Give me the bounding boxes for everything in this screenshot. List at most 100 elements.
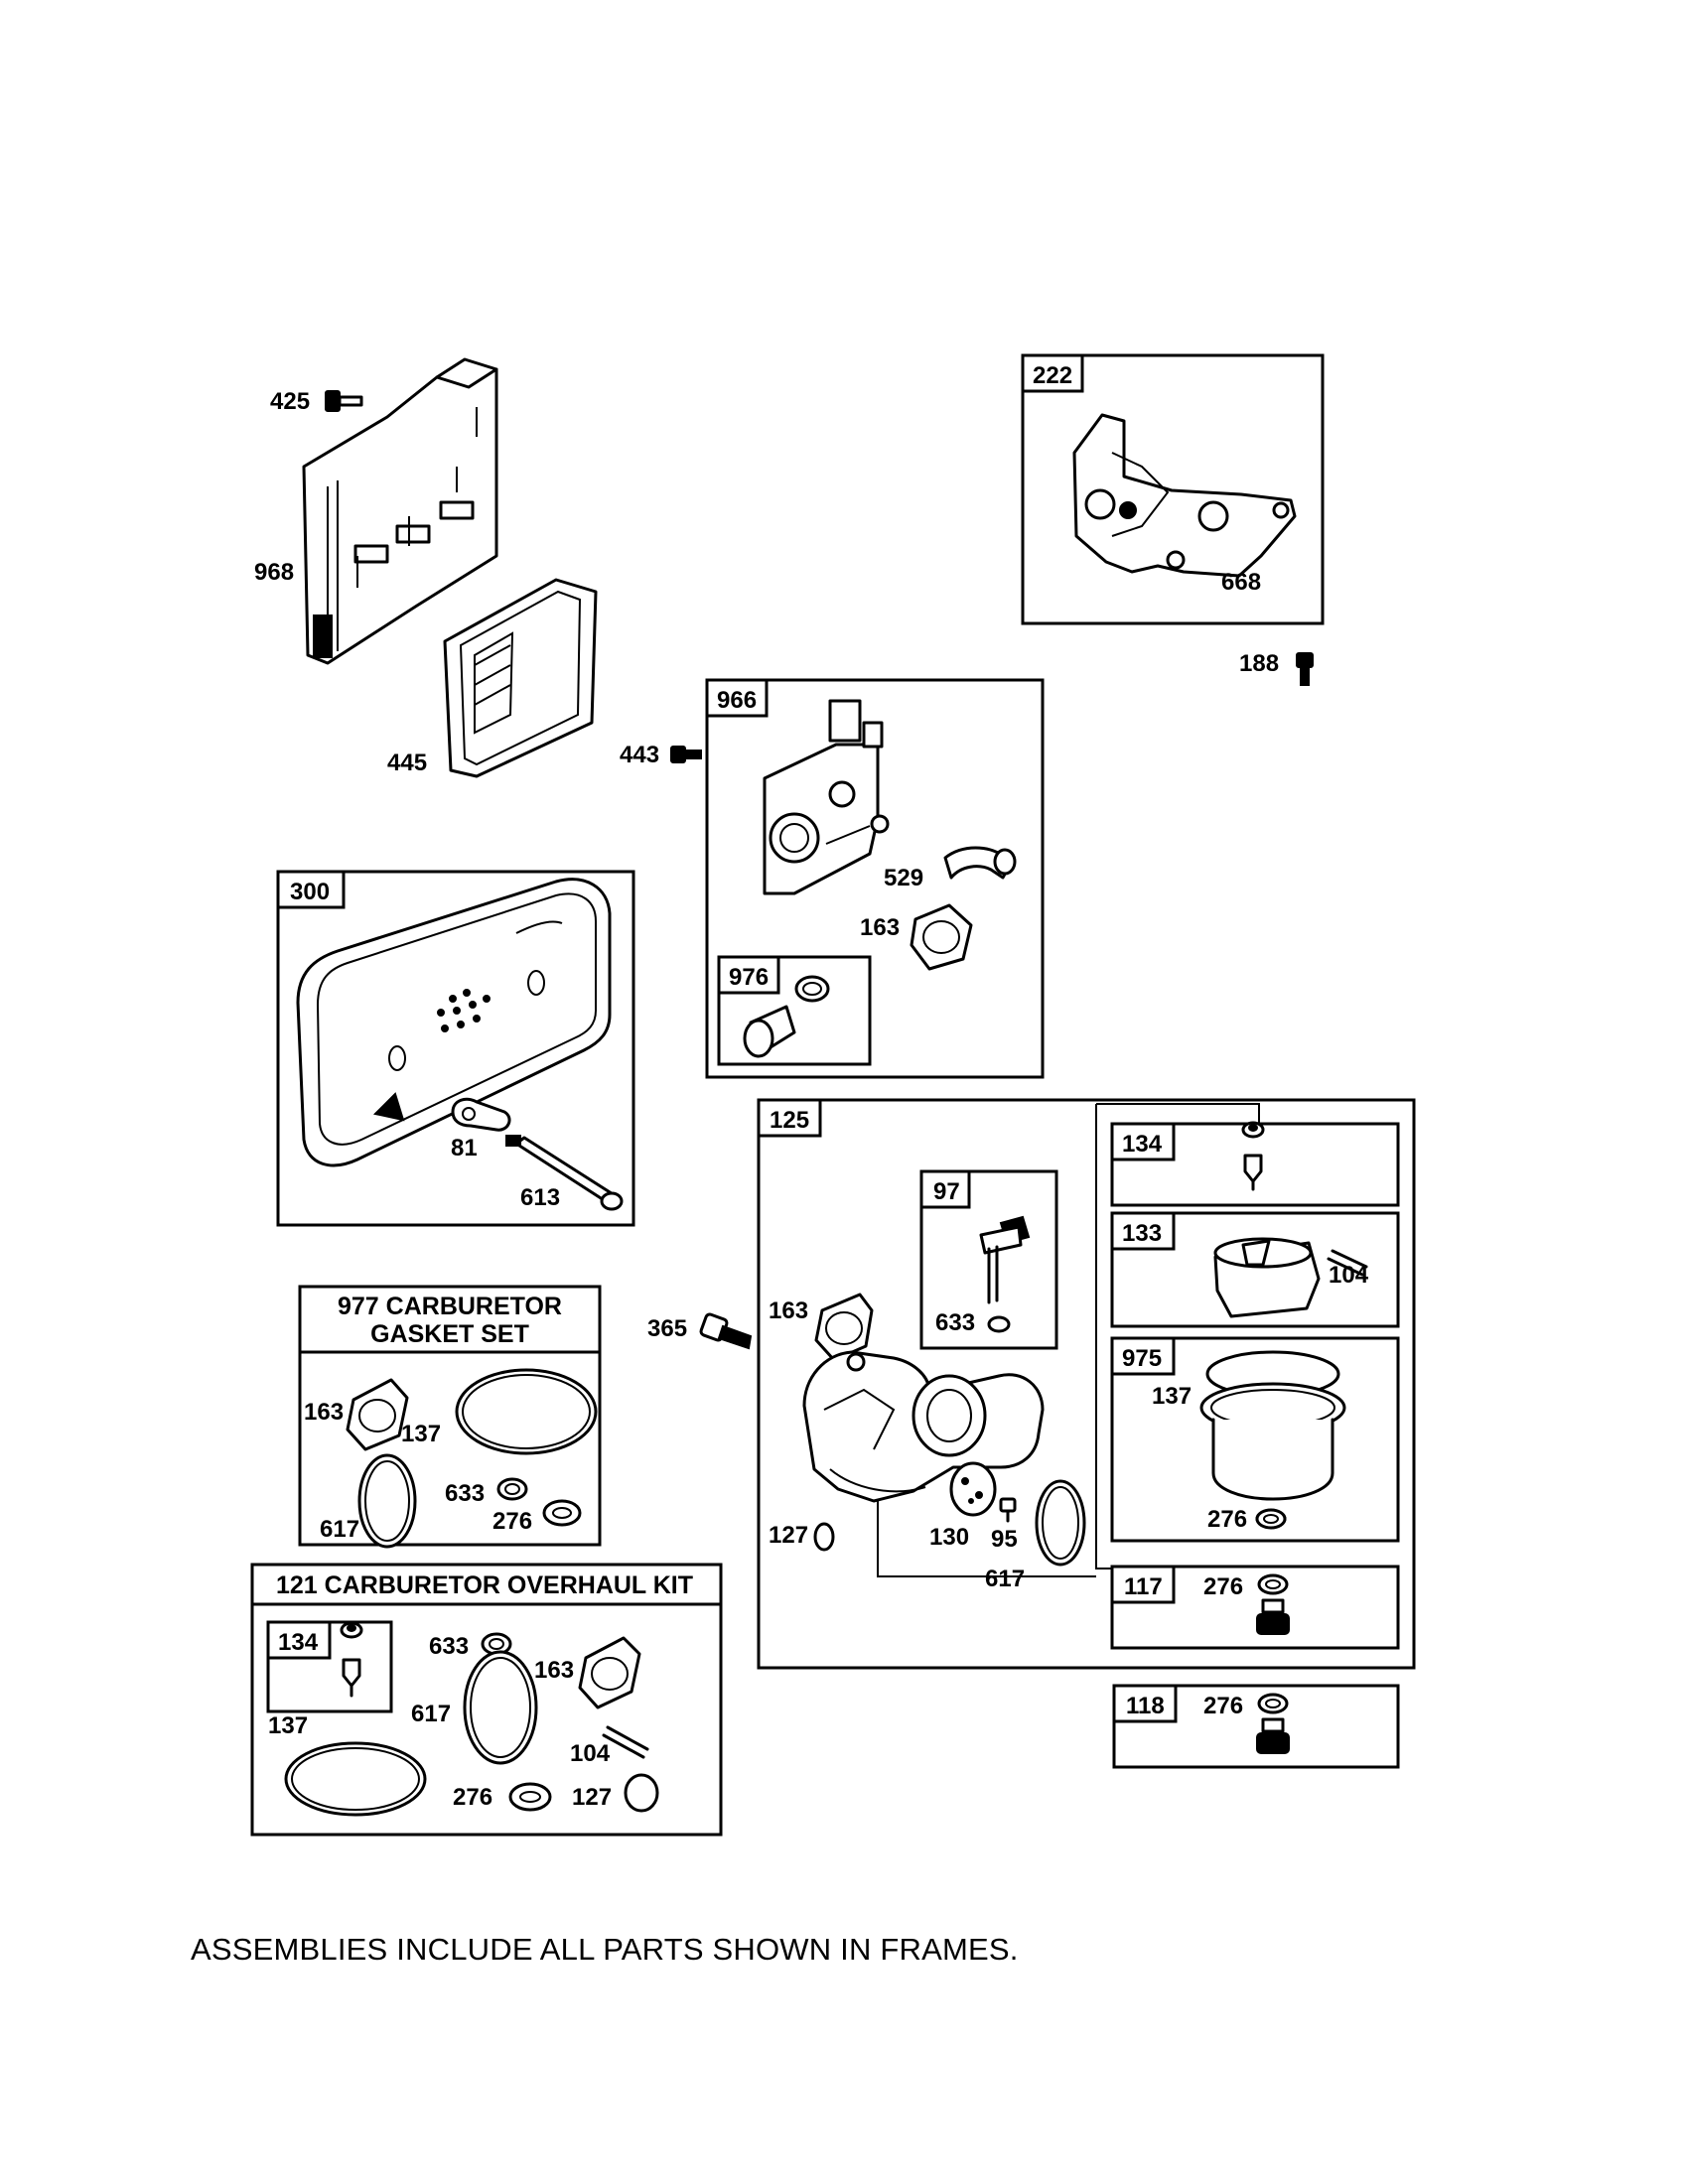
label-104-b: 104	[570, 1740, 611, 1767]
carburetor-body-966-icon	[763, 699, 890, 895]
kit-977-frame: 977 CARBURETOR GASKET SET	[298, 1285, 602, 1547]
screw-188-icon	[1296, 652, 1314, 686]
washer-276-d-icon	[542, 1499, 582, 1527]
muffler-300-icon	[296, 878, 612, 1167]
label-188: 188	[1239, 650, 1279, 677]
air-filter-445-icon	[443, 578, 598, 778]
screw-365-icon	[699, 1312, 753, 1350]
o-ring-617-b-icon	[357, 1453, 417, 1549]
washer-276-e-icon	[508, 1782, 552, 1812]
label-163-c: 163	[304, 1399, 344, 1426]
label-968: 968	[254, 559, 294, 586]
label-445: 445	[387, 750, 427, 776]
frame-97: 97	[919, 1169, 1058, 1350]
label-137-c: 137	[268, 1712, 308, 1739]
o-ring-137-c-icon	[284, 1741, 427, 1817]
frame-134-kit: 134	[266, 1620, 393, 1713]
label-137-b: 137	[401, 1421, 441, 1447]
label-127-b: 127	[572, 1784, 612, 1811]
screw-443-icon	[670, 746, 702, 763]
frame-117: 117	[1110, 1565, 1400, 1650]
kit-977-title-line2: GASKET SET	[370, 1320, 529, 1348]
pin-104-b-icon	[602, 1725, 649, 1759]
label-163-b: 163	[769, 1297, 808, 1324]
label-633-c: 633	[429, 1633, 469, 1660]
bolt-425-icon	[325, 390, 363, 412]
seal-633-b-icon	[496, 1477, 528, 1501]
air-cleaner-base-968-icon	[302, 357, 498, 665]
gasket-163-b-icon	[814, 1293, 874, 1362]
frame-label-134a: 134	[1122, 1131, 1163, 1158]
label-276-a: 276	[1207, 1506, 1247, 1533]
gasket-163-d-icon	[578, 1636, 641, 1709]
washer-276-b-icon	[1257, 1573, 1289, 1595]
needle-134-a-icon	[1241, 1121, 1265, 1191]
label-617-b: 617	[320, 1516, 359, 1543]
kit-121-title: 121 CARBURETOR OVERHAUL KIT	[276, 1571, 693, 1599]
frame-label-118: 118	[1126, 1693, 1165, 1719]
label-276-d: 276	[492, 1508, 532, 1535]
lock-plate-81-icon	[451, 1097, 511, 1132]
frame-300: 300	[276, 870, 635, 1227]
carburetor-125-icon	[802, 1350, 1045, 1503]
frame-222: 222	[1021, 353, 1325, 625]
frame-label-975: 975	[1122, 1345, 1162, 1372]
label-613: 613	[520, 1184, 560, 1211]
bowl-bolt-117-icon	[1256, 1598, 1290, 1635]
label-529: 529	[884, 865, 923, 891]
label-95: 95	[991, 1526, 1018, 1553]
kit-977-title-line1: 977 CARBURETOR	[338, 1293, 562, 1320]
seal-633-c-icon	[481, 1632, 512, 1656]
washer-276-a-icon	[1255, 1508, 1287, 1530]
label-276-e: 276	[453, 1784, 492, 1811]
diaphragm-130-icon	[949, 1461, 997, 1517]
label-668: 668	[1221, 569, 1261, 596]
label-137-a: 137	[1152, 1383, 1192, 1410]
screw-95-icon	[999, 1497, 1017, 1523]
assemblies-note: ASSEMBLIES INCLUDE ALL PARTS SHOWN IN FR…	[191, 1932, 1019, 1967]
o-ring-617-a-icon	[1035, 1479, 1086, 1567]
label-443: 443	[620, 742, 659, 768]
float-133-icon	[1213, 1237, 1368, 1318]
label-617-c: 617	[411, 1701, 451, 1727]
frame-label-134b: 134	[278, 1629, 319, 1656]
label-163-a: 163	[860, 914, 900, 941]
label-276-b: 276	[1203, 1573, 1243, 1600]
frame-label-97: 97	[933, 1178, 960, 1205]
gasket-163-c-icon	[346, 1378, 409, 1451]
screw-613-icon	[505, 1135, 624, 1211]
needle-134-b-icon	[340, 1621, 363, 1698]
frame-label-222: 222	[1033, 362, 1072, 389]
label-633-a: 633	[935, 1309, 975, 1336]
label-276-c: 276	[1203, 1693, 1243, 1719]
fuel-filter-976-icon	[743, 975, 830, 1058]
label-127-a: 127	[769, 1522, 808, 1549]
label-425: 425	[270, 388, 310, 415]
label-81: 81	[451, 1135, 478, 1161]
gasket-163-a-icon	[910, 903, 973, 971]
frame-label-976: 976	[729, 964, 769, 991]
kit-121-frame: 121 CARBURETOR OVERHAUL KIT	[250, 1563, 723, 1837]
frame-label-133: 133	[1122, 1220, 1162, 1247]
o-ring-137-b-icon	[455, 1368, 598, 1455]
label-104-a: 104	[1329, 1262, 1369, 1289]
bowl-bolt-118-icon	[1256, 1717, 1290, 1754]
frame-975: 975	[1110, 1336, 1400, 1543]
frame-label-125: 125	[770, 1107, 809, 1134]
label-365: 365	[647, 1315, 687, 1342]
frame-133: 133	[1110, 1211, 1400, 1328]
throttle-shaft-97-icon	[979, 1215, 1031, 1333]
label-130: 130	[929, 1524, 969, 1551]
welch-plug-127-a-icon	[813, 1522, 835, 1552]
frame-976: 976	[717, 955, 872, 1066]
frame-label-966: 966	[717, 687, 757, 714]
control-bracket-222-icon	[1072, 413, 1297, 578]
frame-125: 125	[757, 1098, 1416, 1670]
frame-label-300: 300	[290, 879, 330, 905]
frame-118: 118	[1112, 1684, 1400, 1769]
welch-plug-127-b-icon	[624, 1773, 659, 1813]
label-633-b: 633	[445, 1480, 485, 1507]
label-617-a: 617	[985, 1566, 1025, 1592]
float-bowl-975-icon	[1199, 1350, 1346, 1529]
